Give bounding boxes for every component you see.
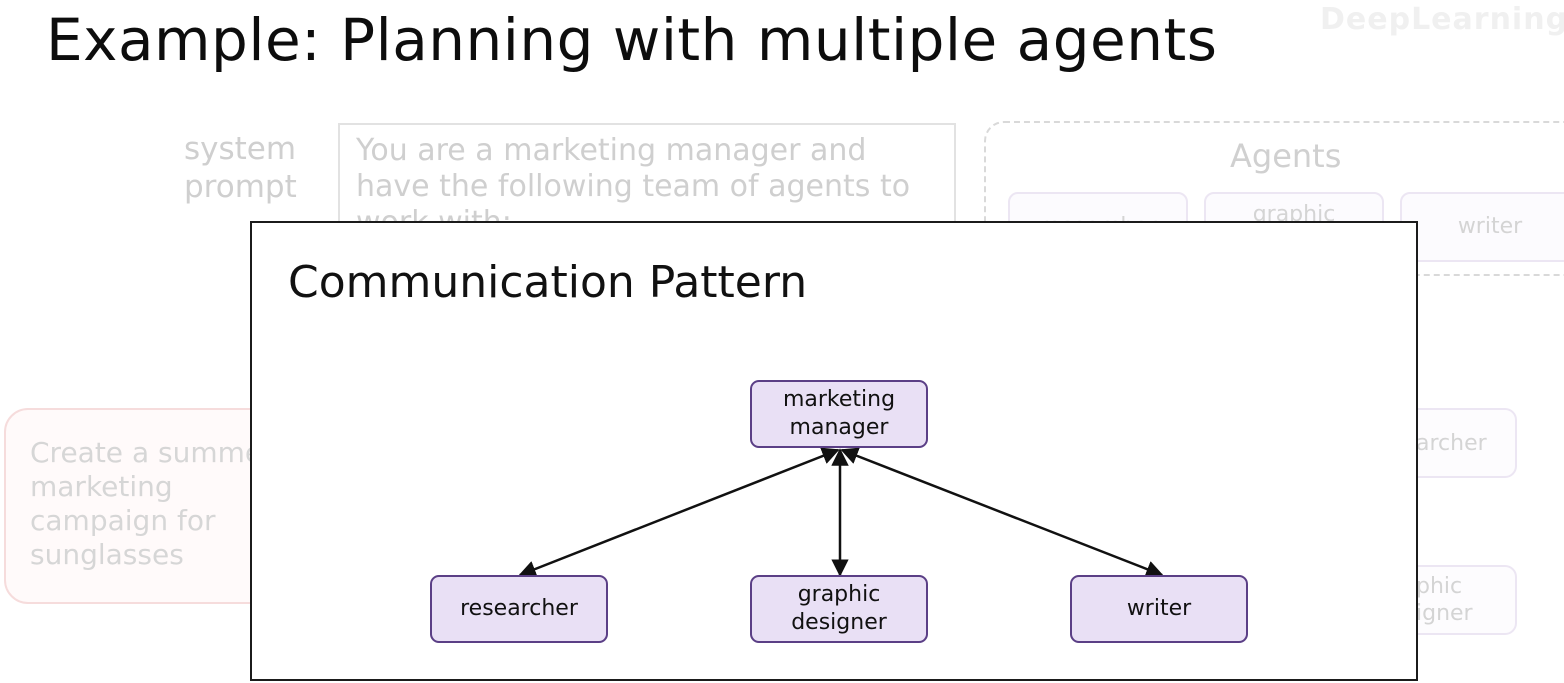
- right-chip-researcher: archer: [1400, 408, 1517, 478]
- system-prompt-box: You are a marketing manager and have the…: [338, 123, 956, 233]
- slide-title: Example: Planning with multiple agents: [46, 6, 1218, 74]
- communication-diagram: [518, 447, 1164, 578]
- overlay-title: Communication Pattern: [288, 257, 808, 308]
- right-chip-designer: phic igner: [1400, 565, 1517, 635]
- node-graphic-designer: graphic designer: [750, 575, 928, 643]
- node-marketing-manager: marketing manager: [750, 380, 928, 448]
- agents-panel-title: Agents: [1230, 137, 1342, 175]
- edge-manager-writer: [840, 447, 1164, 578]
- edge-manager-researcher: [518, 447, 840, 578]
- system-prompt-label: system prompt: [184, 131, 297, 205]
- node-researcher: researcher: [430, 575, 608, 643]
- agent-chip-writer: writer: [1400, 192, 1564, 262]
- right-chip-label: archer: [1416, 430, 1487, 456]
- brand-logo: DeepLearning.AI: [1320, 2, 1564, 37]
- communication-pattern-overlay: Communication Pattern marketing manager …: [250, 221, 1418, 681]
- right-chip-label: phic igner: [1416, 574, 1473, 626]
- node-writer: writer: [1070, 575, 1248, 643]
